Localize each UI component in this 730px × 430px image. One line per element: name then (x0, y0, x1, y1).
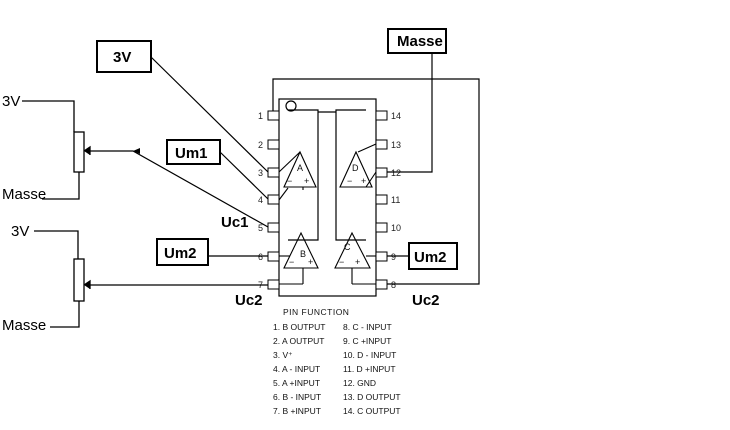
pin-function-title: PIN FUNCTION (283, 307, 349, 317)
pin-function-row: 5. A +INPUT (273, 378, 320, 388)
pot2-bottom-label: Masse (2, 317, 46, 334)
label-um2-left-text: Um2 (164, 245, 197, 262)
opamp-b (279, 231, 319, 285)
label-box-um1: Um1 (166, 139, 221, 165)
label-box-masse: Masse (387, 28, 447, 54)
pin-number: 14 (391, 111, 401, 121)
opamp-d-plus: + (361, 176, 366, 186)
pin-number: 6 (258, 252, 263, 262)
opamp-a-minus: − (287, 176, 292, 186)
pin-function-row: 4. A - INPUT (273, 364, 320, 374)
pin-number: 4 (258, 195, 263, 205)
opamp-d-label: D (352, 163, 359, 173)
pin-function-row: 11. D +INPUT (343, 364, 396, 374)
wires (90, 53, 480, 286)
uc1-label: Uc1 (221, 214, 249, 231)
opamp-b-label: B (300, 249, 306, 259)
potentiometer-2 (34, 230, 91, 328)
opamp-b-minus: − (289, 257, 294, 267)
pin-number: 9 (391, 252, 396, 262)
opamp-d-minus: − (347, 176, 352, 186)
pot2-top-label: 3V (11, 223, 29, 240)
ic-pins-right (375, 110, 388, 290)
pin-function-table: PIN FUNCTION 1. B OUTPUT 2. A OUTPUT 3. … (273, 307, 401, 416)
label-um1-text: Um1 (175, 145, 208, 162)
uc2-right-label: Uc2 (412, 292, 440, 309)
pin-function-row: 12. GND (343, 378, 376, 388)
pin-number: 1 (258, 111, 263, 121)
pin-function-row: 7. B +INPUT (273, 406, 321, 416)
pin-number: 11 (391, 195, 400, 205)
label-box-um2-right: Um2 (408, 242, 458, 270)
pin-function-row: 1. B OUTPUT (273, 322, 325, 332)
opamp-c-minus: − (339, 257, 344, 267)
pin-number: 5 (258, 223, 263, 233)
opamp-c-plus: + (355, 257, 360, 267)
pin-function-row: 13. D OUTPUT (343, 392, 401, 402)
label-masse-text: Masse (397, 33, 443, 50)
opamp-b-plus: + (308, 257, 313, 267)
potentiometer-1 (22, 100, 91, 200)
pin-function-row: 3. V⁺ (273, 350, 293, 360)
label-box-um2-left: Um2 (156, 238, 209, 266)
pin-number: 13 (391, 140, 401, 150)
uc2-left-label: Uc2 (235, 292, 263, 309)
label-um2-right-text: Um2 (414, 249, 447, 266)
pin-function-row: 9. C +INPUT (343, 336, 391, 346)
opamp-a (278, 150, 317, 201)
opamp-a-label: A (297, 163, 303, 173)
ic-pins-left (267, 110, 280, 290)
pin-number: 3 (258, 168, 263, 178)
pin-number: 12 (391, 168, 401, 178)
pin-number: 10 (391, 223, 401, 233)
opamp-c-label: C (344, 242, 351, 252)
pot1-bottom-label: Masse (2, 186, 46, 203)
label-box-3v: 3V (96, 40, 152, 73)
arrowhead-icon (133, 148, 140, 154)
pot1-top-label: 3V (2, 93, 20, 110)
pin-function-row: 10. D - INPUT (343, 350, 396, 360)
label-3v-text: 3V (113, 49, 131, 66)
pin-function-row: 2. A OUTPUT (273, 336, 325, 346)
pin-number: 2 (258, 140, 263, 150)
opamp-d (339, 143, 377, 188)
pin-number: 8 (391, 280, 396, 290)
pin-function-row: 14. C OUTPUT (343, 406, 401, 416)
pin-function-row: 6. B - INPUT (273, 392, 321, 402)
pin-function-row: 8. C - INPUT (343, 322, 392, 332)
opamp-a-plus: + (304, 176, 309, 186)
opamp-c (334, 231, 376, 285)
